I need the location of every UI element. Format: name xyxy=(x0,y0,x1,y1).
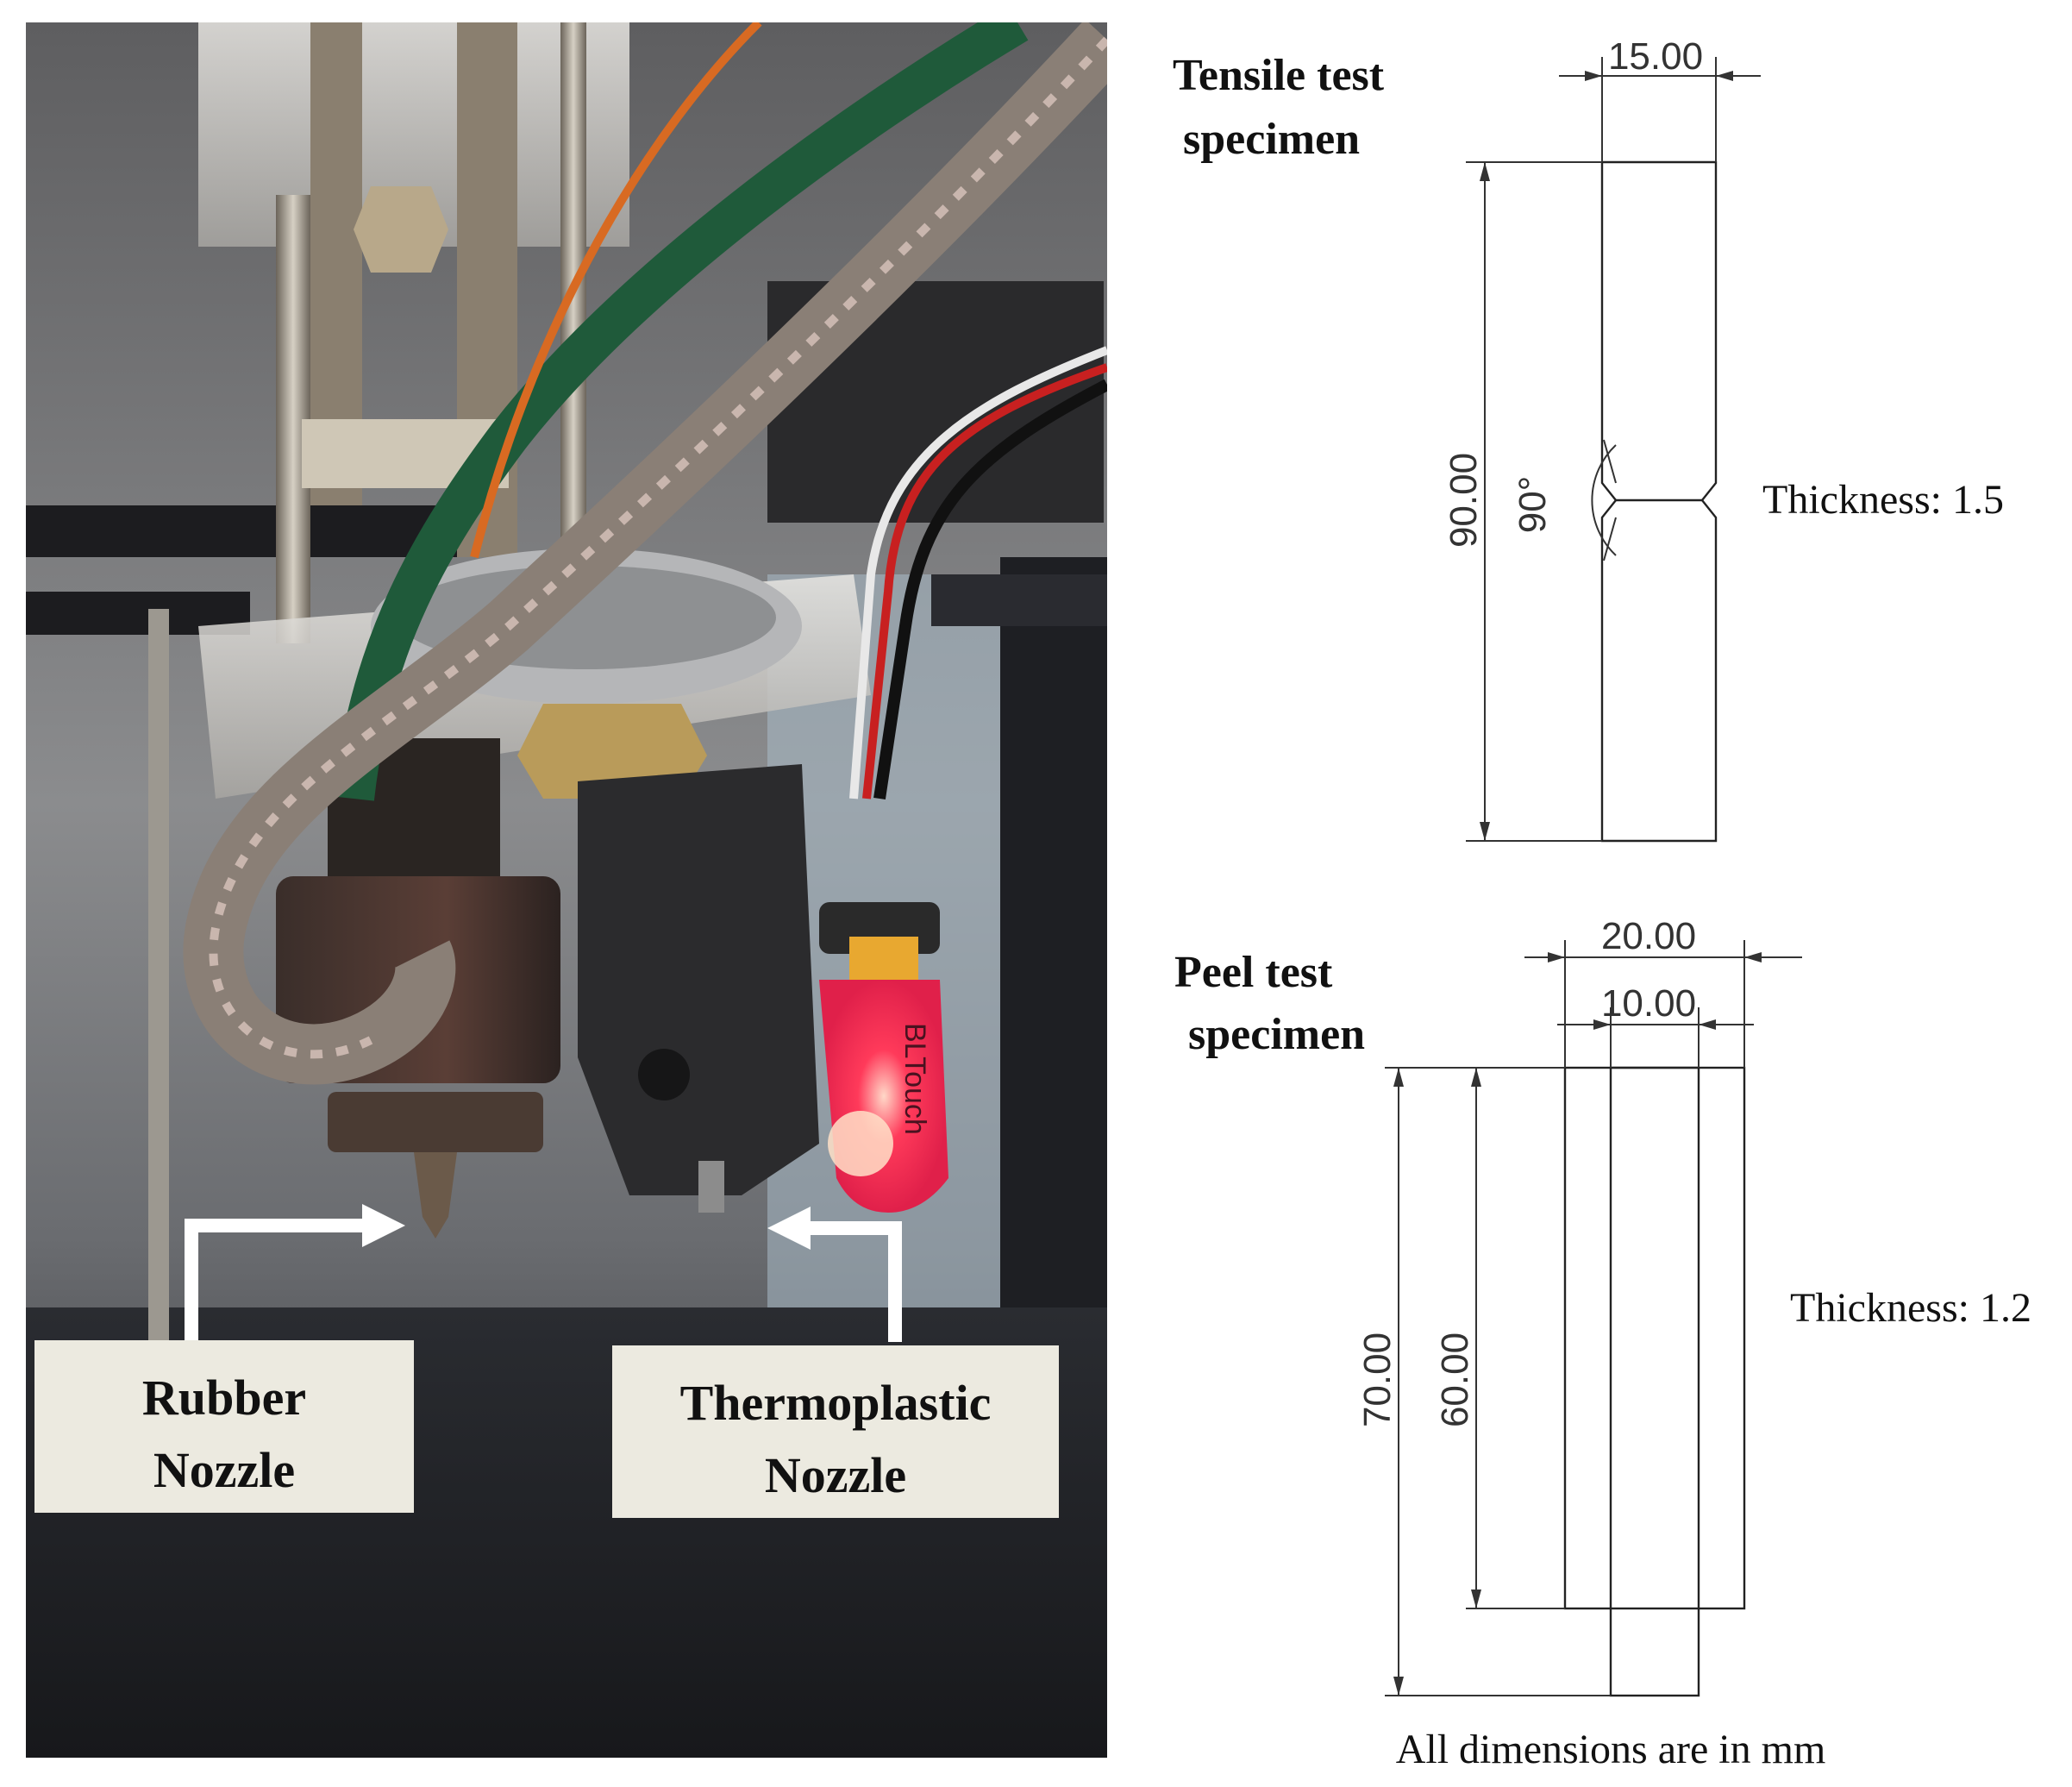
peel-specimen-drawing: Peel test specimen 20.00 10.00 70.00 60. xyxy=(1174,915,2031,1697)
tensile-specimen-drawing: Tensile test specimen 15.00 90.00 90° Th… xyxy=(1173,35,2004,843)
tensile-specimen-outline xyxy=(1600,160,1718,843)
units-footnote: All dimensions are in mm xyxy=(1396,1727,1826,1772)
tensile-width-dim: 15.00 xyxy=(1608,35,1703,78)
probe-label: BLTouch xyxy=(898,1023,931,1135)
peel-overlap-length-dim: 60.00 xyxy=(1434,1332,1476,1427)
peel-total-length-dim: 70.00 xyxy=(1356,1332,1399,1427)
peel-outer-strip xyxy=(1563,1066,1746,1610)
peel-title-line1: Peel test xyxy=(1174,948,1333,997)
tensile-title-line1: Tensile test xyxy=(1173,51,1385,100)
rubber-nozzle-label-line2: Nozzle xyxy=(153,1442,295,1498)
peel-thickness: Thickness: 1.2 xyxy=(1790,1285,2031,1331)
rubber-nozzle-label-line1: Rubber xyxy=(142,1370,306,1426)
tensile-angle-arc xyxy=(1591,444,1617,556)
peel-inner-width-dim: 10.00 xyxy=(1601,982,1696,1025)
tensile-length-dim: 90.00 xyxy=(1443,453,1485,548)
thermoplastic-nozzle-label-line1: Thermoplastic xyxy=(680,1375,992,1431)
thermoplastic-nozzle-arrow xyxy=(802,1221,902,1342)
rubber-nozzle-label-box xyxy=(34,1340,414,1513)
printer-nozzle-photo: BLTouch Rubber Nozzle Thermoplastic Nozz… xyxy=(26,22,1107,1758)
peel-inner-strip xyxy=(1609,1066,1700,1697)
thermoplastic-nozzle-label-box xyxy=(612,1345,1059,1518)
tensile-angle-dim: 90° xyxy=(1512,476,1554,534)
thermoplastic-nozzle-label-line2: Nozzle xyxy=(765,1447,906,1503)
tensile-title-line2: specimen xyxy=(1183,115,1360,164)
peel-outer-width-dim: 20.00 xyxy=(1601,915,1696,957)
tensile-thickness: Thickness: 1.5 xyxy=(1762,477,2004,523)
rubber-nozzle-arrow xyxy=(185,1219,371,1342)
peel-title-line2: specimen xyxy=(1188,1010,1365,1059)
